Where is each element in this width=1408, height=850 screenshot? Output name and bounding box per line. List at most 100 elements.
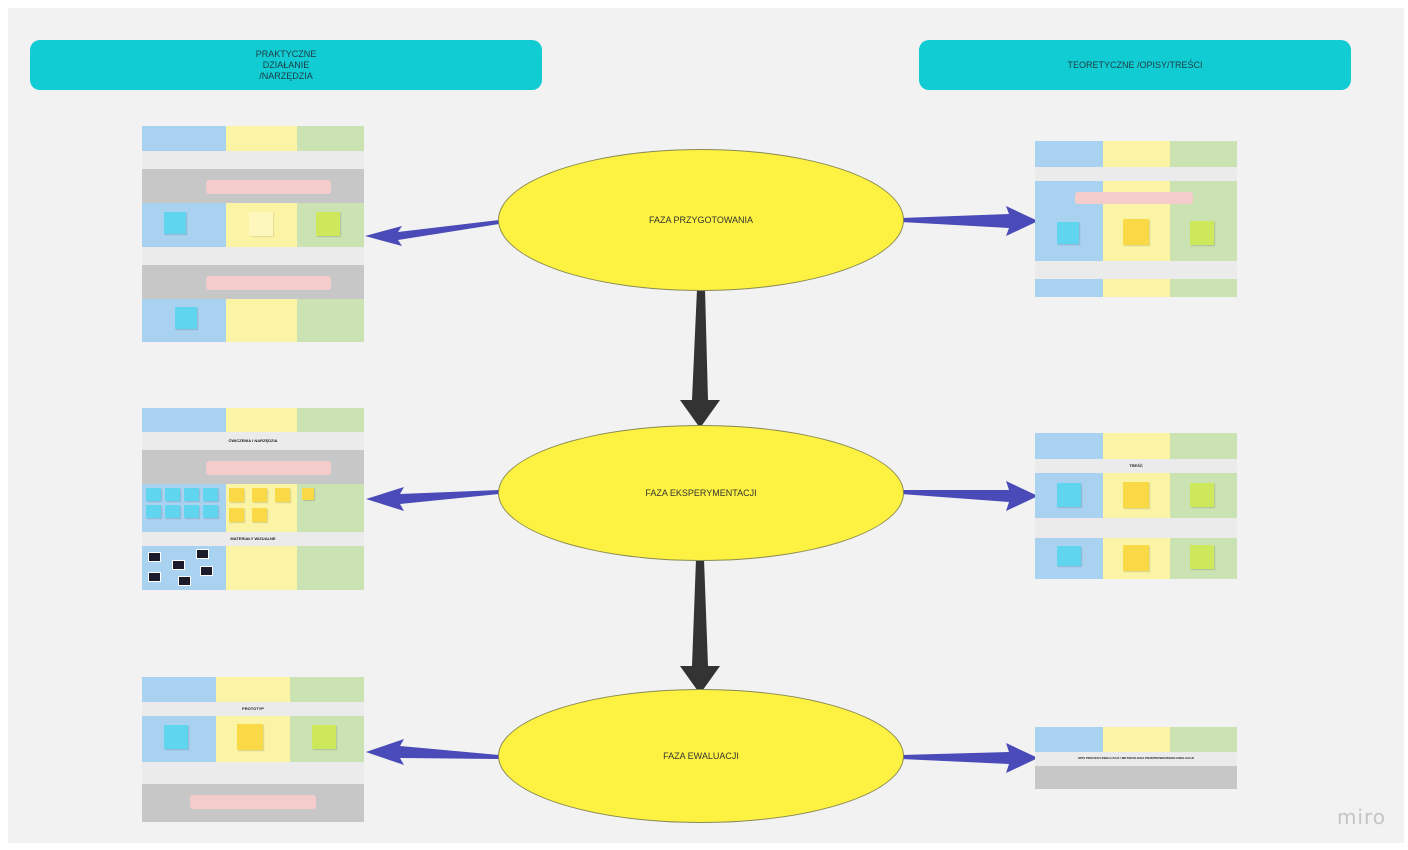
sticky-note[interactable] (252, 488, 267, 502)
section-title: MATERIAŁY WIZUALNE (230, 536, 276, 541)
sticky-note[interactable] (275, 488, 290, 502)
frame-row (1035, 167, 1237, 181)
sticky-note[interactable] (146, 505, 161, 518)
frame-cell (226, 408, 297, 432)
sticky-note[interactable] (1190, 483, 1214, 507)
miro-logo: miro (1336, 805, 1386, 829)
sticky-note[interactable] (312, 725, 336, 749)
arrow-phase2-to-phase3[interactable] (680, 559, 720, 694)
phase-evaluation-label: FAZA EWALUACJI (663, 751, 739, 761)
frame-cell (1170, 141, 1237, 167)
arrow-phase1-to-phase2[interactable] (680, 289, 720, 428)
image-thumbnail[interactable] (172, 560, 185, 570)
sticky-note[interactable] (146, 488, 161, 501)
miro-board[interactable]: PRAKTYCZNE DZIAŁANIE /NARZĘDZIA TEORETYC… (8, 8, 1404, 843)
frame-right-top[interactable] (1035, 141, 1237, 297)
sticky-note[interactable] (249, 212, 273, 236)
connector-arrows (365, 206, 1038, 773)
arrow-phase1-right[interactable] (901, 206, 1038, 236)
frame-cell (142, 126, 226, 151)
frame-row (142, 702, 364, 716)
frame-left-middle[interactable]: ĆWICZENIA I NARZĘDZIA MATERIAŁY WIZUALNE (142, 408, 364, 590)
sticky-note[interactable] (1123, 545, 1149, 571)
frame-cell (297, 408, 364, 432)
frame-row (1035, 752, 1237, 766)
phase-evaluation[interactable]: FAZA EWALUACJI (498, 689, 904, 823)
sticky-note[interactable] (229, 488, 244, 502)
arrow-phase2-right[interactable] (901, 481, 1038, 511)
phase-preparation[interactable]: FAZA PRZYGOTOWANIA (498, 149, 904, 291)
frame-row (1035, 518, 1237, 538)
frame-cell (1035, 279, 1103, 297)
frame-row (142, 762, 364, 784)
sticky-note[interactable] (1190, 545, 1214, 569)
phase-preparation-label: FAZA PRZYGOTOWANIA (648, 215, 753, 225)
sticky-note[interactable] (229, 508, 244, 522)
sticky-note[interactable] (164, 212, 186, 234)
frame-cell (226, 546, 297, 590)
frame-cell (297, 299, 364, 342)
image-thumbnail[interactable] (200, 566, 213, 576)
section-title: OPIS PROCESU EWALUACJI / METODOLOGIA PRZ… (1077, 756, 1195, 760)
image-thumbnail[interactable] (148, 572, 161, 582)
sticky-note[interactable] (316, 212, 340, 236)
sticky-note[interactable] (1057, 546, 1081, 566)
sticky-note[interactable] (164, 725, 188, 749)
sticky-note[interactable] (1057, 222, 1079, 244)
pink-note[interactable] (206, 180, 331, 194)
header-practical-label: PRAKTYCZNE DZIAŁANIE /NARZĘDZIA (255, 48, 317, 81)
header-theoretical[interactable]: TEORETYCZNE /OPISY/TREŚCI (919, 40, 1351, 90)
frame-row (1035, 261, 1237, 279)
phase-experimentation-label: FAZA EKSPERYMENTACJI (645, 488, 757, 498)
arrow-phase3-left[interactable] (366, 739, 499, 765)
pink-note[interactable] (206, 276, 331, 290)
section-title: ĆWICZENIA I NARZĘDZIA (228, 438, 278, 443)
image-thumbnail[interactable] (196, 549, 209, 559)
frame-left-top[interactable] (142, 126, 364, 342)
sticky-note[interactable] (1057, 483, 1081, 507)
frame-cell (142, 408, 226, 432)
sticky-note[interactable] (237, 724, 263, 750)
sticky-note[interactable] (302, 488, 314, 500)
frame-cell (1170, 433, 1237, 459)
arrow-phase1-left[interactable] (365, 220, 499, 246)
section-title: TREŚĆ (1129, 463, 1143, 468)
header-practical[interactable]: PRAKTYCZNE DZIAŁANIE /NARZĘDZIA (30, 40, 542, 90)
frame-row (142, 247, 364, 265)
frame-cell (226, 299, 297, 342)
image-thumbnail[interactable] (148, 552, 161, 562)
frame-cell (226, 126, 297, 151)
sticky-note[interactable] (1123, 219, 1149, 245)
frame-cell (1103, 141, 1170, 167)
sticky-note[interactable] (252, 508, 267, 522)
arrow-phase3-right[interactable] (901, 743, 1038, 773)
image-thumbnail[interactable] (178, 576, 191, 586)
pink-note[interactable] (190, 795, 316, 809)
sticky-note[interactable] (1190, 221, 1214, 245)
sticky-note[interactable] (203, 488, 218, 501)
phase-experimentation[interactable]: FAZA EKSPERYMENTACJI (498, 425, 904, 561)
frame-cell (142, 677, 216, 702)
arrow-phase2-left[interactable] (366, 487, 499, 511)
sticky-note[interactable] (165, 488, 180, 501)
frame-row (142, 151, 364, 169)
frame-left-bottom[interactable]: PROTOTYP (142, 677, 364, 822)
sticky-note[interactable] (203, 505, 218, 518)
frame-cell (290, 677, 364, 702)
frame-row (1035, 459, 1237, 473)
frame-cell (1035, 433, 1103, 459)
sticky-note[interactable] (184, 505, 199, 518)
sticky-note[interactable] (165, 505, 180, 518)
frame-row (142, 432, 364, 450)
frame-right-bottom[interactable]: OPIS PROCESU EWALUACJI / METODOLOGIA PRZ… (1035, 727, 1237, 789)
frame-right-middle[interactable]: TREŚĆ (1035, 433, 1237, 579)
pink-note[interactable] (1075, 192, 1193, 204)
frame-row (142, 532, 364, 546)
frame-cell (216, 677, 290, 702)
frame-row (1035, 766, 1237, 789)
sticky-note[interactable] (1123, 482, 1149, 508)
pink-note[interactable] (206, 461, 331, 475)
sticky-note[interactable] (184, 488, 199, 501)
frame-cell (1170, 727, 1237, 752)
sticky-note[interactable] (175, 307, 197, 329)
